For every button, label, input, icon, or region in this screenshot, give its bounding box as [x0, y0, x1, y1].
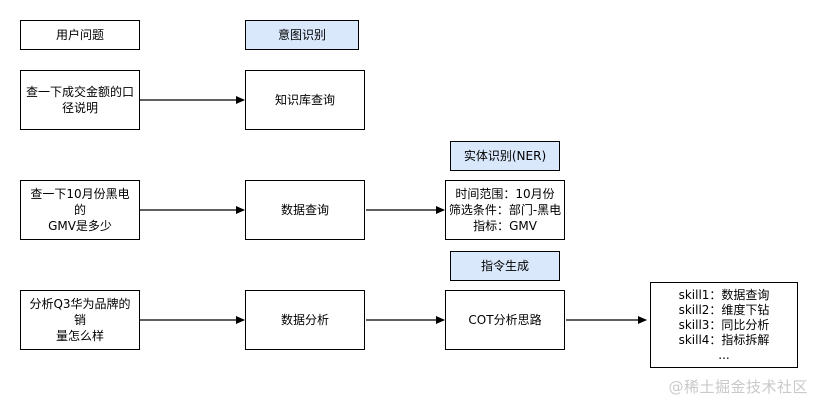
question-text-row2: 查一下10月份黑电的 GMV是多少	[30, 187, 130, 233]
step-label-text-row3: 指令生成	[480, 259, 529, 273]
header-intent-recognition: 意图识别	[245, 20, 359, 50]
header-user-question: 用户问题	[20, 20, 140, 50]
intent-text-row1: 知识库查询	[274, 93, 335, 107]
question-text-row3: 分析Q3华为品牌的销 量怎么样	[29, 297, 131, 343]
question-text-row1: 查一下成交金额的口 径说明	[25, 85, 134, 115]
header-intent-text: 意图识别	[277, 28, 326, 42]
intent-text-row3: 数据分析	[280, 313, 329, 327]
step-label-instruction-generation: 指令生成	[450, 251, 560, 281]
header-user-question-text: 用户问题	[55, 28, 104, 42]
intent-box-data-query: 数据查询	[245, 180, 365, 240]
question-box-row2: 查一下10月份黑电的 GMV是多少	[20, 180, 140, 240]
entity-output-text: 时间范围：10月份 筛选条件：部门-黑电 指标：GMV	[448, 187, 562, 233]
cot-analysis-text: COT分析思路	[468, 313, 542, 327]
watermark: @稀土掘金技术社区	[668, 378, 808, 396]
entity-output-box: 时间范围：10月份 筛选条件：部门-黑电 指标：GMV	[445, 180, 565, 240]
step-label-ner: 实体识别(NER)	[450, 141, 560, 171]
intent-box-knowledge-query: 知识库查询	[245, 70, 365, 130]
skills-list-text: skill1：数据查询 skill2：维度下钻 skill3：同比分析 skil…	[678, 287, 770, 362]
cot-analysis-box: COT分析思路	[445, 290, 565, 350]
question-box-row3: 分析Q3华为品牌的销 量怎么样	[20, 290, 140, 350]
intent-box-data-analysis: 数据分析	[245, 290, 365, 350]
intent-text-row2: 数据查询	[280, 203, 329, 217]
skills-box: skill1：数据查询 skill2：维度下钻 skill3：同比分析 skil…	[650, 282, 798, 368]
step-label-text-row2: 实体识别(NER)	[463, 149, 547, 163]
question-box-row1: 查一下成交金额的口 径说明	[20, 70, 140, 130]
